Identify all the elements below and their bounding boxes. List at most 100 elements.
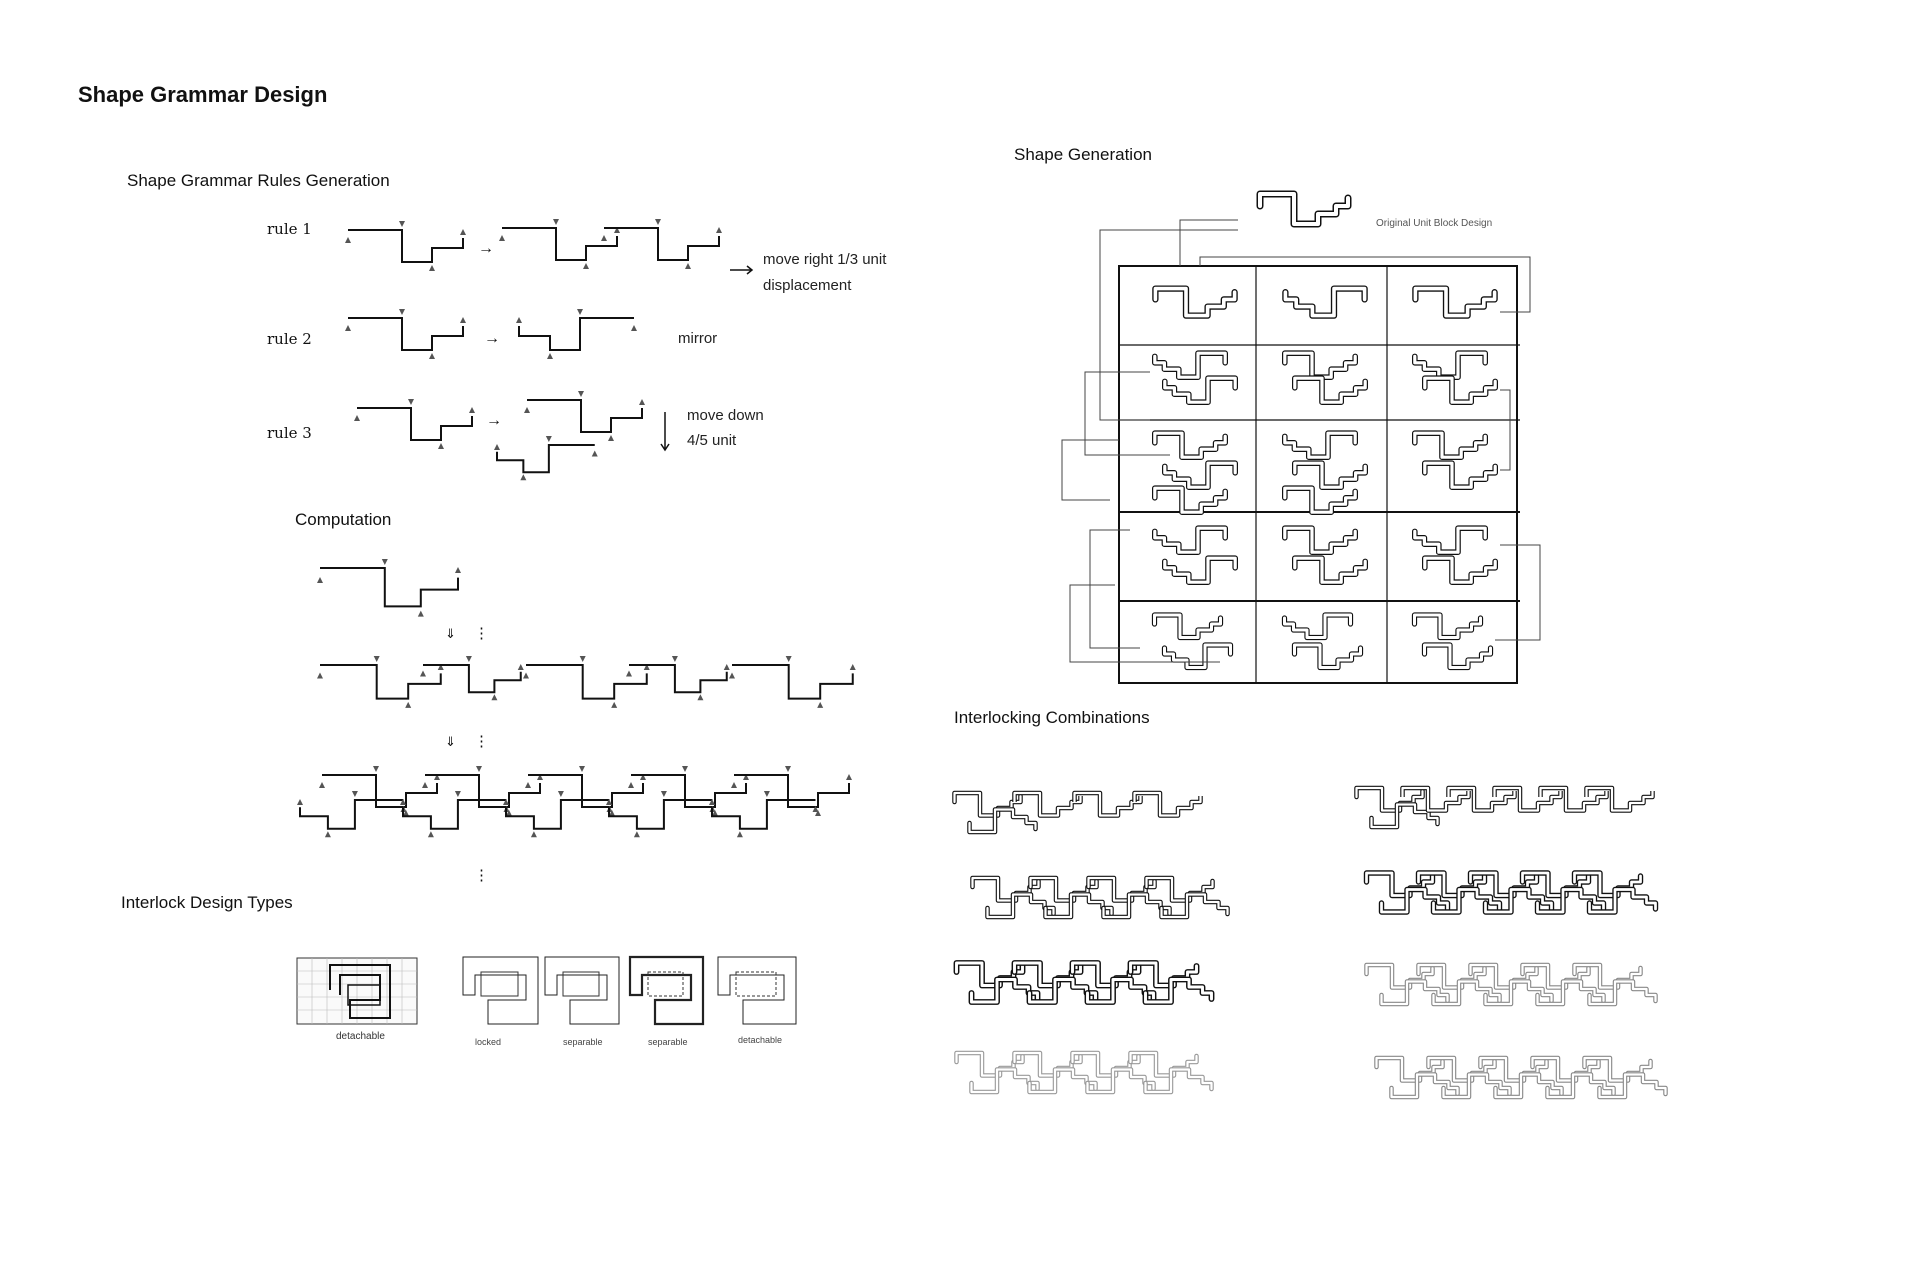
down-arrow-icon [660,412,670,452]
shape-generation-drawings [1061,190,1541,684]
chain-inner [1484,888,1553,914]
tube-inner [1413,351,1487,379]
tube-inner [1153,286,1237,318]
generated-shape-r1-c2 [1282,285,1368,319]
marker-triangle [354,415,360,421]
marker-triangle [345,325,351,331]
chain-inner [1144,978,1213,1004]
generated-shape-r2-c3 [1411,350,1488,381]
chain-inner [1073,791,1142,817]
marker-triangle [465,656,472,662]
chain-unit [1070,1050,1156,1095]
chain-unit [1415,870,1503,915]
connector-line [1199,256,1531,313]
generated-shape-r4-c2-b [1292,555,1369,586]
chain-unit [1572,962,1658,1007]
tube-inner [1413,526,1487,554]
connector-line [1061,439,1119,501]
marker-triangle [626,670,632,677]
computation-step-3-bottom [402,799,507,830]
generated-shape-r3-c2 [1281,430,1358,461]
marker-triangle [640,774,646,780]
interlocking-combination-4 [1363,870,1659,915]
marker-triangle [846,774,852,780]
tube-inner [1153,526,1227,554]
interlocking-combination-7 [954,1050,1214,1095]
chain-inner [1086,978,1155,1004]
tube-inner [1423,643,1492,669]
interlock-types-heading: Interlock Design Types [121,893,293,912]
chain-unit [1519,870,1607,915]
marker-triangle [685,263,691,269]
chain-inner [1133,791,1202,817]
right-arrow-icon [730,265,754,275]
generated-shape-r3-c1-c [1152,485,1229,516]
marker-triangle [655,219,661,225]
chain-inner [1370,803,1439,829]
continue-icon-1: ⋮ [474,625,489,642]
rule-1-arrow-icon: → [478,240,494,257]
generated-shape-r2-c1-b [1161,375,1238,406]
marker-triangle [709,799,715,805]
chain-unit [1069,960,1157,1005]
marker-triangle [429,353,435,359]
chain-inner [1380,980,1449,1006]
generated-shape-r5-c3 [1411,612,1484,641]
locked-shape [462,956,539,1025]
type-label-separable-1: separable [563,1037,603,1047]
tube-inner [1163,461,1237,489]
chain-unit [1492,785,1563,813]
generated-shape-r3-c2-c [1282,485,1359,516]
computation-step-2-unit [526,664,648,700]
rule-1-note-line-1: move right 1/3 unit [763,251,887,268]
rule-1-note-line-2: displacement [763,277,852,294]
chain-unit [1478,1055,1564,1100]
marker-triangle [437,664,444,670]
generated-shape-r1-c3 [1412,285,1498,319]
marker-triangle [460,317,466,323]
marker-triangle [545,436,552,442]
marker-triangle [403,810,409,816]
marker-triangle [381,559,388,565]
chain-inner [1536,980,1605,1006]
tube-inner [1293,461,1367,489]
rule-2-arrow-icon: → [484,330,500,347]
computation-step-2-unit [732,664,854,700]
generated-shape-r4-c1-b [1161,555,1238,586]
computation-step-2-unit [320,664,442,700]
chain-inner [1401,786,1470,812]
rule-2-note: mirror [678,330,718,347]
computation-step-3-bottom [608,799,713,830]
marker-triangle [639,399,645,405]
marker-triangle [429,265,435,271]
chain-unit [1530,1055,1616,1100]
interlocking-combination-3 [970,875,1230,920]
marker-triangle [608,435,614,441]
chain-inner [1390,1073,1459,1099]
marker-triangle [815,810,821,816]
chain-inner [1044,893,1113,919]
marker-triangle [399,221,405,227]
chain-unit [1468,962,1554,1007]
marker-triangle [520,474,527,481]
marker-triangle [785,656,792,662]
marker-triangle [438,443,444,449]
rule-3-before [357,407,473,441]
interlock-type-drawings [296,955,797,1026]
marker-triangle [633,831,640,838]
marker-triangle [420,670,426,677]
marker-triangle [631,325,637,331]
chain-unit [1012,790,1083,818]
chain-unit [1374,1055,1460,1100]
separable-shape-2 [628,955,705,1026]
generated-shape-r4-c1 [1151,525,1228,556]
marker-triangle [503,799,509,805]
tube-inner [1163,376,1237,404]
computation-step-3-top [631,774,747,808]
chain-unit [970,875,1056,920]
step-down-icon-2: ⇓ [445,734,456,749]
marker-triangle [736,831,743,838]
chain-inner [1432,980,1501,1006]
chain-inner [1442,1073,1511,1099]
interlocking-combination-2 [1354,785,1655,830]
